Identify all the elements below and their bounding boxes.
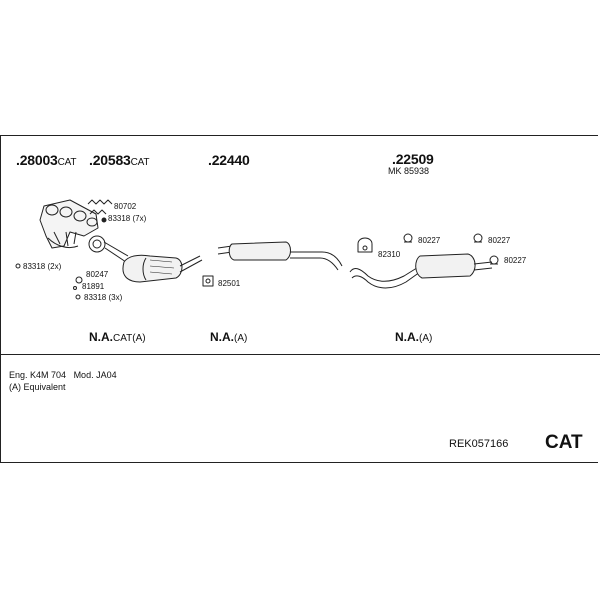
flex-pipe-drawing <box>88 235 129 263</box>
engine-info: Eng. K4M 704 Mod. JA04 <box>9 371 117 380</box>
na-label-3: N.A.(A) <box>395 331 432 344</box>
label-80227-b: 80227 <box>488 236 511 245</box>
section-divider <box>0 354 600 355</box>
part-label-22509: .22509 <box>392 151 434 167</box>
catalytic-converter-drawing <box>122 254 203 283</box>
part-label-28003: .28003CAT <box>16 152 77 168</box>
na-main: N.A. <box>210 330 234 344</box>
part-number: 22509 <box>395 151 434 167</box>
label-80227-c: 80227 <box>504 256 527 265</box>
label-80702: 80702 <box>114 202 137 211</box>
part-number: 20583 <box>92 152 131 168</box>
engine-code: Eng. K4M 704 <box>9 370 67 380</box>
label-80247: 80247 <box>86 270 109 279</box>
label-81891: 81891 <box>82 282 105 291</box>
na-main: N.A. <box>89 330 113 344</box>
part-number: 28003 <box>19 152 58 168</box>
label-82310: 82310 <box>378 250 401 259</box>
part-label-22440: .22440 <box>208 152 250 168</box>
na-label-2: N.A.(A) <box>210 331 247 344</box>
kit-label: MK 85938 <box>388 166 430 176</box>
label-83318-7x: 83318 (7x) <box>108 214 147 223</box>
na-suffix: (A) <box>419 333 433 344</box>
label-82501: 82501 <box>218 279 241 288</box>
clamp-82501-drawing <box>202 275 214 287</box>
hanger-80227-c-drawing <box>489 255 499 265</box>
reference-number: REK057166 <box>449 438 509 450</box>
manifold-drawing <box>39 199 99 249</box>
na-suffix: CAT(A) <box>113 333 146 344</box>
equivalent-note: (A) Equivalent <box>9 382 66 392</box>
bolts-drawing <box>87 199 113 223</box>
label-80227-a: 80227 <box>418 236 441 245</box>
diagram-frame <box>0 135 598 463</box>
na-main: N.A. <box>395 330 419 344</box>
small-fastener-icons <box>15 263 83 300</box>
rear-muffler-drawing <box>349 253 493 289</box>
hanger-80227-a-drawing <box>403 233 413 243</box>
part-label-20583: .20583CAT <box>89 152 150 168</box>
middle-silencer-drawing <box>217 241 343 271</box>
label-83318-2x: 83318 (2x) <box>23 262 62 271</box>
part-suffix: CAT <box>57 157 77 168</box>
hanger-80227-b-drawing <box>473 233 483 243</box>
part-number: 22440 <box>211 152 250 168</box>
part-suffix: CAT <box>130 157 150 168</box>
na-suffix: (A) <box>234 333 248 344</box>
na-label-1: N.A.CAT(A) <box>89 331 146 344</box>
clamp-82310-drawing <box>357 237 373 253</box>
label-83318-3x: 83318 (3x) <box>84 293 123 302</box>
type-label: CAT <box>545 432 583 453</box>
model-code: Mod. JA04 <box>73 370 117 380</box>
